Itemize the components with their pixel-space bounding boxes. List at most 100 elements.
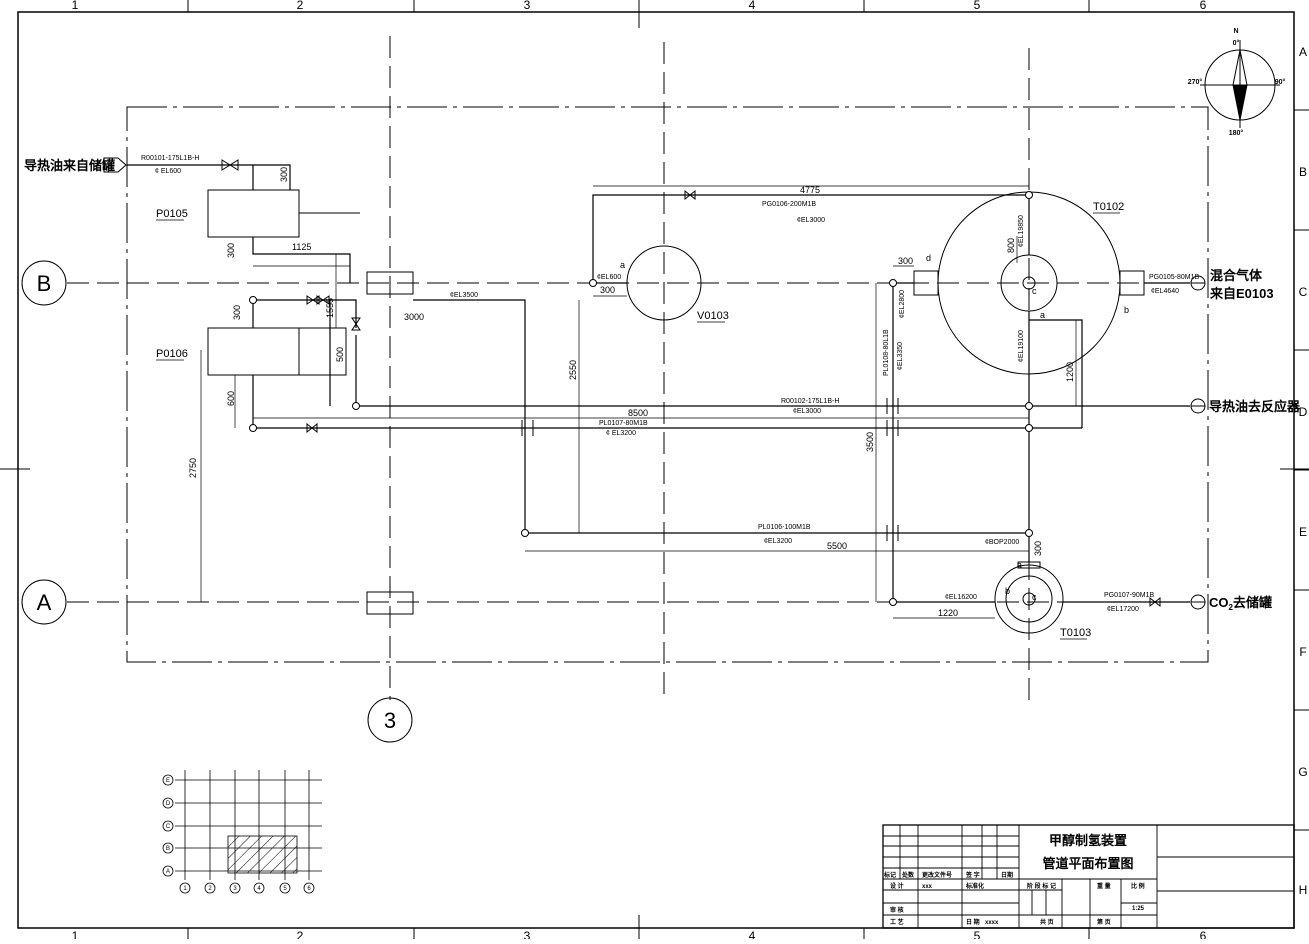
tb-date2: 日 期: [966, 918, 980, 926]
dim-3500: 3500: [865, 432, 875, 452]
line-r00101: R00101-175L1B-H: [141, 155, 199, 162]
dim-300-t0103: 300: [1033, 541, 1043, 556]
dim-1200: 1200: [1065, 362, 1075, 382]
col-label-4-bottom: 4: [749, 929, 756, 939]
valve-icon: [351, 317, 361, 331]
col-label-5-bottom: 5: [974, 929, 981, 939]
nozzle-d-t0102: d: [926, 253, 931, 263]
tb-date: 日期: [1001, 871, 1013, 879]
dim-300-t0102: 300: [898, 256, 913, 266]
valve-icon: [306, 422, 318, 434]
tb-count: 处数: [901, 871, 915, 879]
line-r00102: R00102-175L1B-H: [781, 398, 839, 405]
dim-500: 500: [335, 347, 345, 362]
compass-270: 270°: [1188, 78, 1203, 86]
keyplan-col-1: 1: [183, 886, 187, 892]
pump-p0106: [207, 327, 347, 376]
dim-300-v0103: 300: [600, 285, 615, 295]
key-plan: [162, 770, 322, 894]
grid-bubble-b: [21, 260, 67, 306]
row-label-f: F: [1299, 645, 1306, 659]
keyplan-row-e: E: [166, 778, 170, 784]
col-label-6: 6: [1200, 0, 1207, 12]
dim-300-p0105-bottom: 300: [226, 243, 236, 258]
grid-bubble-3: [367, 697, 413, 743]
grid-bubble-a: [21, 579, 67, 625]
dim-2750: 2750: [188, 458, 198, 478]
line-pg0106: PG0106-200M1B: [762, 201, 816, 208]
inlet-arrow-icon: [103, 157, 127, 173]
dim-5500: 5500: [827, 541, 847, 551]
line-r00102-el: ¢EL3000: [793, 408, 821, 415]
tb-weight: 重 量: [1097, 882, 1111, 890]
row-label-a: A: [1299, 45, 1307, 59]
label-v0103: V0103: [697, 310, 729, 322]
row-label-c: C: [1299, 285, 1308, 299]
title-sub: 管道平面布置图: [1042, 856, 1133, 871]
line-pl0107: PL0107-80M1B: [599, 420, 648, 427]
keyplan-col-4: 4: [257, 886, 261, 892]
equipment: [207, 189, 1145, 634]
keyplan-row-a: A: [166, 869, 170, 875]
dim-8500: 8500: [628, 408, 648, 418]
nozzle-b-t0103: b: [1005, 586, 1010, 596]
tb-stage: 阶 段 标 记: [1027, 882, 1056, 890]
grid-label-a: A: [37, 590, 52, 615]
title-block: [882, 824, 1295, 929]
north-arrow-icon: [1200, 40, 1280, 128]
line-v0103-el: ¢EL600: [597, 274, 621, 281]
nozzle-a-t0103: a: [1017, 560, 1022, 570]
pipe-nodes: [249, 191, 1033, 606]
row-label-e: E: [1299, 525, 1307, 539]
row-label-b: B: [1299, 165, 1307, 179]
keyplan-row-d: D: [166, 801, 171, 807]
line-el16200: ¢EL16200: [945, 594, 977, 601]
col-label-5: 5: [974, 0, 981, 12]
tb-process: 工 艺: [890, 918, 904, 926]
label-t0102: T0102: [1093, 201, 1124, 213]
stream-arrows: [103, 157, 1206, 610]
grid-label-3: 3: [384, 708, 396, 733]
col-label-3-bottom: 3: [524, 929, 531, 939]
dim-800: 800: [1006, 238, 1016, 253]
compass-180: 180°: [1229, 129, 1244, 137]
dim-300-p0105-top: 300: [279, 167, 289, 182]
tb-std: 标准化: [965, 882, 984, 890]
dim-1125: 1125: [292, 242, 311, 252]
label-p0105: P0105: [156, 208, 188, 220]
line-bop2000: ¢BOP2000: [985, 539, 1019, 546]
pipe-rack-support-a: [366, 591, 414, 615]
grid-axes: [67, 36, 1190, 700]
line-pg0106-el: ¢EL3000: [797, 217, 825, 224]
col-label-1: 1: [72, 0, 79, 12]
tb-xxx: xxx: [922, 884, 933, 890]
tb-xxxx: xxxx: [985, 920, 999, 926]
col-label-1-bottom: 1: [72, 929, 79, 939]
dim-300-p0106: 300: [232, 305, 242, 320]
tb-sheet: 第 页: [1096, 918, 1111, 926]
pump-p0105: [207, 189, 300, 238]
nozzle-b-t0102: b: [1124, 305, 1129, 315]
nozzle-c-t0102: c: [1032, 286, 1037, 296]
stream-mix-gas-1: 混合气体: [1210, 268, 1263, 283]
tb-review: 审 核: [890, 906, 904, 914]
stream-in-oil: 导热油来自储罐: [24, 158, 115, 173]
title-main: 甲醇制氢装置: [1049, 833, 1127, 848]
line-pg0107: PG0107-90M1B: [1104, 592, 1155, 599]
tb-design: 设 计: [890, 882, 904, 890]
valve-icon: [221, 159, 239, 171]
tb-mark: 标记: [883, 871, 896, 879]
nozzle-a-t0102: a: [1040, 310, 1045, 320]
dimension-lines: [200, 185, 1077, 619]
tank-t0103: [994, 564, 1064, 634]
row-label-h: H: [1299, 883, 1308, 897]
dim-2550: 2550: [568, 360, 578, 380]
compass-0: 0°: [1233, 39, 1240, 47]
tb-total: 共 页: [1040, 918, 1054, 926]
stream-co2: CO2去储罐: [1209, 595, 1272, 612]
pipe-rack-support-b: [366, 271, 414, 295]
dim-4775: 4775: [800, 185, 820, 195]
line-pg0107-el: ¢EL17200: [1107, 606, 1139, 613]
dim-1555: 1555: [325, 298, 335, 318]
